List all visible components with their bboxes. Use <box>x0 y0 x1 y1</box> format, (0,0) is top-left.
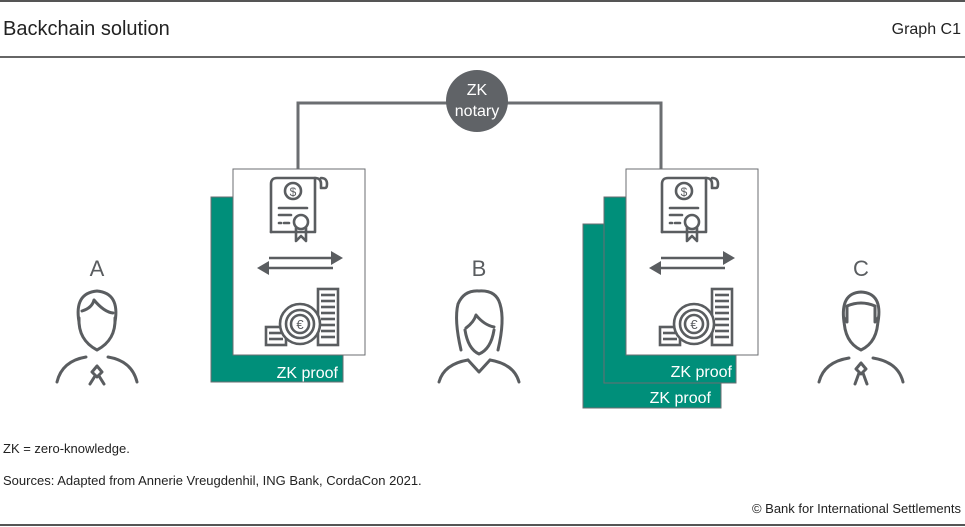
party-b-label: B <box>472 256 487 281</box>
header-rule <box>0 56 965 58</box>
chart-title: Backchain solution <box>3 18 170 40</box>
female-person-icon <box>437 289 521 384</box>
transaction-stack-right: ZK proof ZK proof <box>582 168 759 409</box>
zk-proof-label-back: ZK proof <box>650 390 712 407</box>
party-a-label: A <box>90 256 105 281</box>
connector-right <box>505 101 663 170</box>
sources-note: Sources: Adapted from Annerie Vreugdenhi… <box>3 473 422 488</box>
notary-label-line2: notary <box>455 103 499 120</box>
top-rule <box>0 0 965 2</box>
zk-proof-label-front: ZK proof <box>671 364 733 381</box>
male-person-icon <box>55 289 139 386</box>
party-b: B <box>437 256 521 384</box>
party-c-label: C <box>853 256 869 281</box>
bottom-rule <box>0 524 965 526</box>
party-a: A <box>55 256 139 386</box>
connector-left <box>296 101 450 170</box>
zk-proof-label: ZK proof <box>277 365 339 382</box>
party-c: C <box>817 256 905 386</box>
zk-notary-node: ZK notary <box>446 70 508 132</box>
abbreviation-note: ZK = zero-knowledge. <box>3 441 130 456</box>
graph-id: Graph C1 <box>891 21 961 38</box>
male-person-icon <box>817 290 905 386</box>
transaction-stack-left: ZK proof <box>210 168 366 383</box>
notary-label-line1: ZK <box>467 82 488 99</box>
copyright: © Bank for International Settlements <box>751 501 961 516</box>
